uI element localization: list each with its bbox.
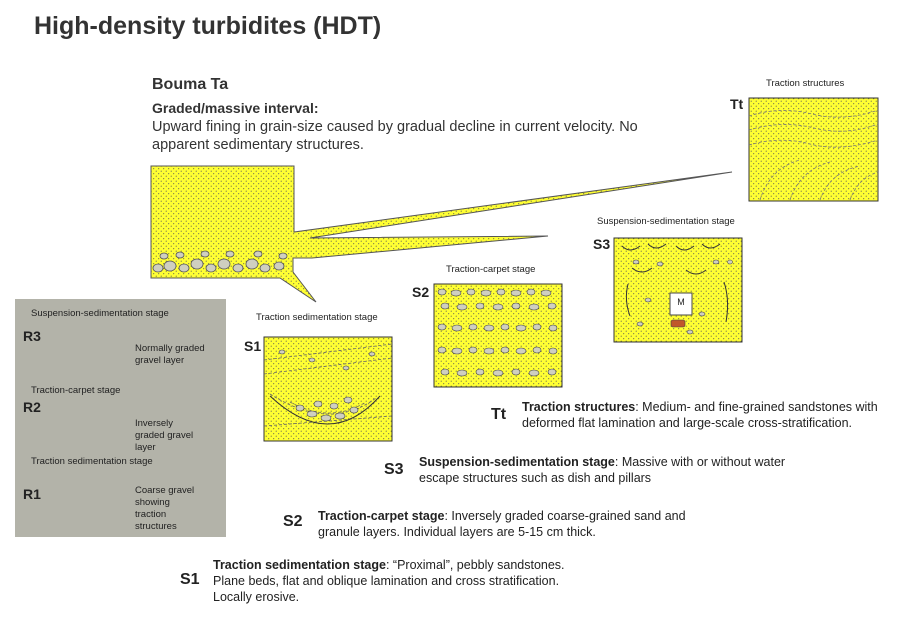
tt-caption: Traction structures: [766, 78, 845, 89]
s2-panel: [433, 283, 563, 388]
s3-marker-label: M: [677, 297, 685, 307]
s1-lamination: [263, 343, 393, 427]
s3-dish-structures: [621, 243, 729, 323]
gravel-box: [15, 299, 226, 537]
r1-code: R1: [23, 486, 41, 502]
bouma-subheading: Graded/massive interval:: [152, 100, 319, 116]
r3-code: R3: [23, 328, 41, 344]
s2-code: S2: [412, 284, 430, 300]
s2-caption: Traction-carpet stage: [446, 264, 536, 275]
s3-code: S3: [593, 236, 611, 252]
r2-caption: Traction-carpet stage: [31, 385, 121, 396]
bouma-heading: Bouma Ta: [152, 76, 229, 93]
bouma-ta-callout: [150, 165, 733, 303]
s1-description: Traction sedimentation stage: “Proximal”…: [213, 558, 565, 604]
s1-scour-base: [269, 395, 381, 425]
s3-clast: [670, 319, 686, 328]
s1-desc-code: S1: [180, 571, 200, 588]
tt-panel: [748, 97, 879, 202]
s2-desc-code: S2: [283, 513, 303, 530]
tt-lamination: [748, 109, 879, 201]
s1-code: S1: [244, 338, 262, 354]
s3-marker-box: [669, 292, 693, 316]
r1-caption: Traction sedimentation stage: [31, 456, 153, 467]
bouma-ta-gravel: [152, 250, 288, 273]
s1-pebbles: [278, 349, 376, 422]
tt-description: Traction structures: Medium- and fine-gr…: [522, 400, 878, 430]
s3-desc-code: S3: [384, 461, 404, 478]
s3-caption: Suspension-sedimentation stage: [597, 216, 735, 227]
bouma-description: Upward fining in grain-size caused by gr…: [152, 119, 638, 153]
s1-caption: Traction sedimentation stage: [256, 312, 378, 323]
s3-grains: [632, 259, 733, 335]
page-title: High-density turbidites (HDT): [34, 12, 382, 40]
s3-description: Suspension-sedimentation stage: Massive …: [419, 455, 786, 485]
tt-desc-code: Tt: [491, 406, 507, 423]
s2-description: Traction-carpet stage: Inversely graded …: [318, 509, 686, 539]
s2-granule-layers: [437, 288, 558, 377]
tt-code: Tt: [730, 96, 744, 112]
r2-code: R2: [23, 399, 41, 415]
r3-caption: Suspension-sedimentation stage: [31, 308, 169, 319]
